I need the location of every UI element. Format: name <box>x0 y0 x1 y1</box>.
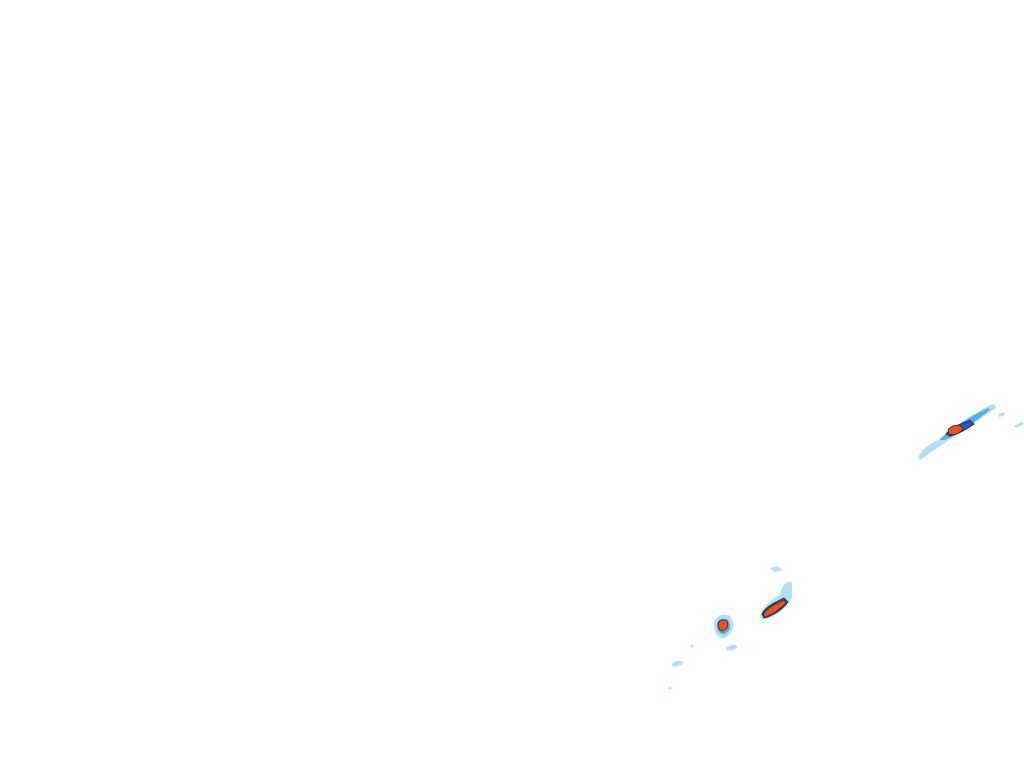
precip-light-area <box>668 686 672 690</box>
precip-cell-southwest-core <box>714 614 734 638</box>
precip-cell-south-band <box>760 566 792 620</box>
precip-light-area <box>726 644 738 651</box>
precip-light-area <box>672 660 684 667</box>
precip-light-area <box>1014 422 1024 428</box>
precip-cell-scattered-light-echoes <box>668 644 738 690</box>
precip-intense-core <box>947 424 964 436</box>
precip-intense-core <box>762 599 787 618</box>
precip-light-area <box>770 566 782 572</box>
precip-intense-core <box>717 619 729 632</box>
precip-light-area <box>690 644 694 648</box>
precip-cell-northeast-band <box>918 404 1024 460</box>
precip-light-area <box>998 412 1005 417</box>
